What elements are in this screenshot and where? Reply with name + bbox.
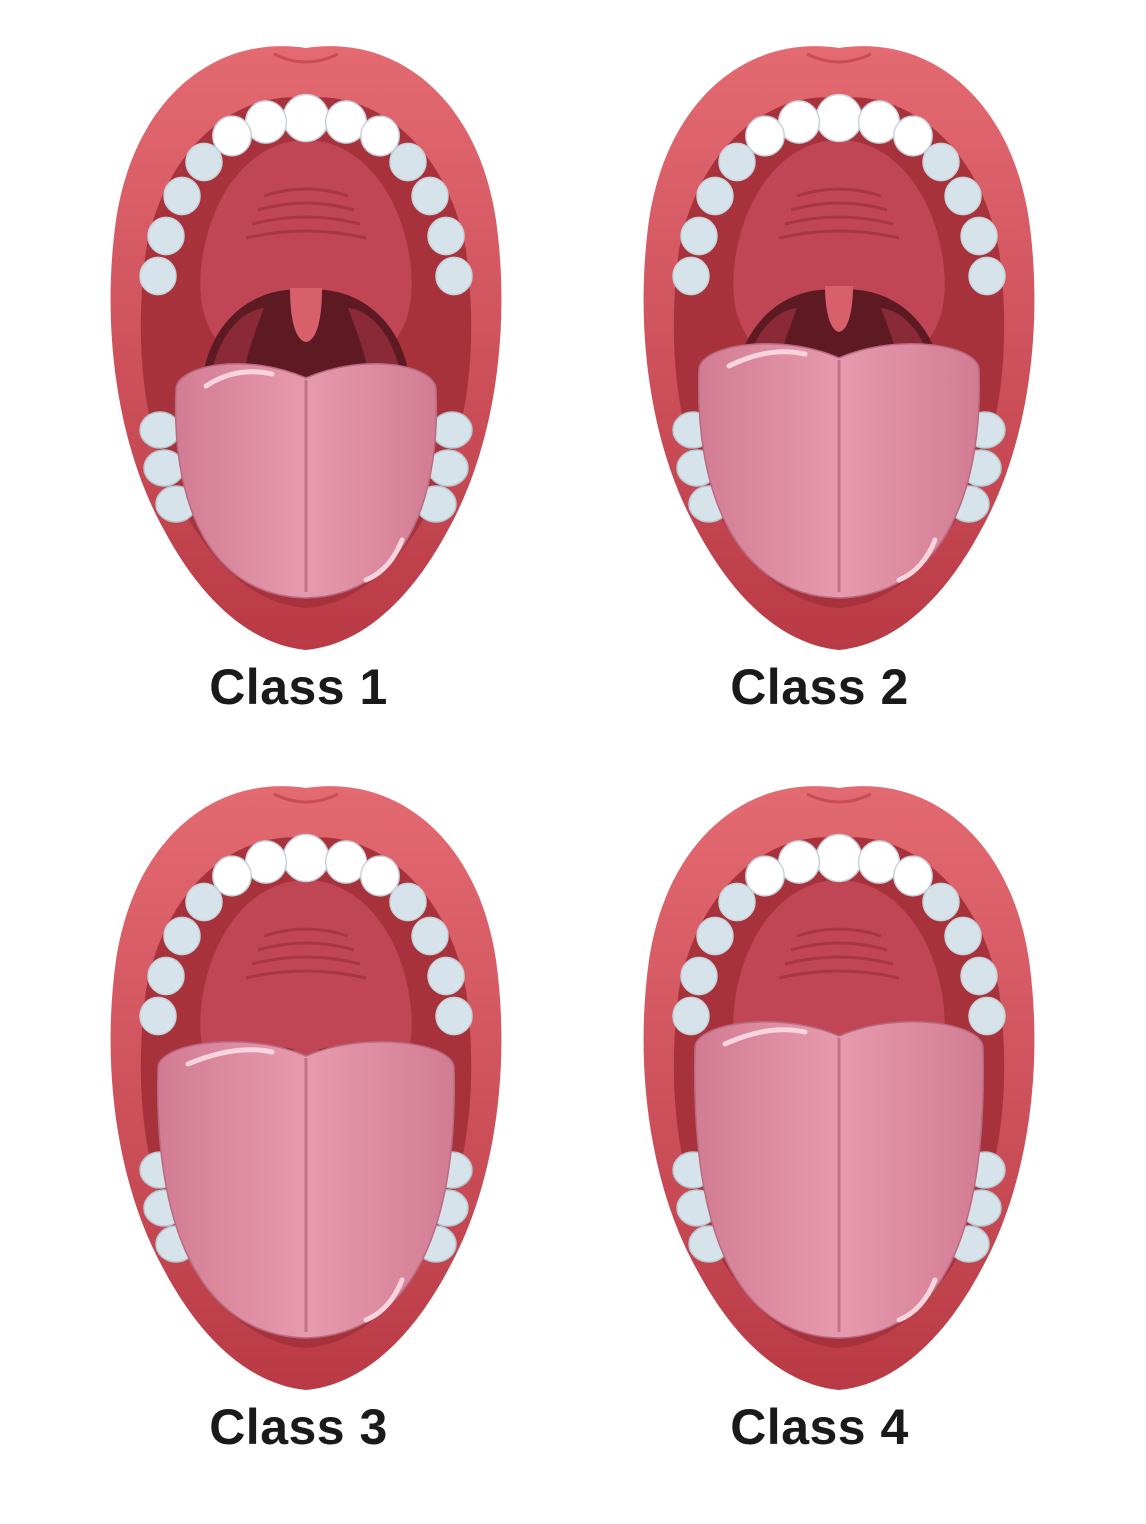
- class-4-label: Class 4: [730, 1399, 909, 1455]
- upper-tooth-icon: [745, 115, 785, 157]
- upper-tooth-icon: [282, 93, 330, 143]
- upper-tooth-icon: [968, 996, 1006, 1036]
- upper-tooth-icon: [960, 956, 998, 996]
- upper-tooth-icon: [147, 956, 185, 996]
- class-2-label: Class 2: [730, 659, 909, 715]
- upper-tooth-icon: [680, 216, 718, 256]
- upper-tooth-icon: [389, 142, 427, 182]
- panel-class-4: Class 4: [533, 740, 1106, 1502]
- upper-tooth-icon: [411, 916, 449, 956]
- upper-tooth-icon: [696, 176, 734, 216]
- upper-tooth-icon: [696, 916, 734, 956]
- upper-tooth-icon: [960, 216, 998, 256]
- upper-tooth-icon: [893, 115, 933, 157]
- lower-tooth-icon: [431, 411, 473, 449]
- upper-tooth-icon: [435, 256, 473, 296]
- upper-tooth-icon: [212, 115, 252, 157]
- upper-tooth-icon: [185, 142, 223, 182]
- mouth-illustration-class-2-icon: [643, 46, 1035, 650]
- upper-tooth-icon: [360, 855, 400, 897]
- upper-tooth-icon: [360, 115, 400, 157]
- upper-tooth-icon: [435, 996, 473, 1036]
- upper-tooth-icon: [815, 93, 863, 143]
- panel-class-1: Class 1: [0, 0, 573, 762]
- upper-tooth-icon: [411, 176, 449, 216]
- upper-tooth-icon: [212, 855, 252, 897]
- upper-tooth-icon: [968, 256, 1006, 296]
- panel-class-3: Class 3: [0, 740, 573, 1502]
- mouth-illustration-class-1-icon: [110, 46, 502, 650]
- upper-tooth-icon: [427, 216, 465, 256]
- upper-tooth-icon: [672, 256, 710, 296]
- upper-tooth-icon: [680, 956, 718, 996]
- lower-tooth-icon: [139, 411, 181, 449]
- upper-tooth-icon: [718, 142, 756, 182]
- upper-tooth-icon: [944, 176, 982, 216]
- upper-tooth-icon: [163, 916, 201, 956]
- mouth-illustration-class-3-icon: [110, 786, 502, 1390]
- upper-tooth-icon: [427, 956, 465, 996]
- panel-class-2: Class 2: [533, 0, 1106, 762]
- uvula-icon: [825, 286, 853, 332]
- mouth-illustration-class-4-icon: [643, 786, 1035, 1390]
- upper-tooth-icon: [922, 142, 960, 182]
- upper-tooth-icon: [672, 996, 710, 1036]
- upper-tooth-icon: [718, 882, 756, 922]
- upper-tooth-icon: [815, 833, 863, 883]
- upper-tooth-icon: [389, 882, 427, 922]
- upper-tooth-icon: [944, 916, 982, 956]
- class-1-label: Class 1: [209, 659, 388, 715]
- upper-tooth-icon: [139, 996, 177, 1036]
- upper-tooth-icon: [163, 176, 201, 216]
- upper-tooth-icon: [147, 216, 185, 256]
- class-3-label: Class 3: [209, 1399, 388, 1455]
- uvula-icon: [290, 288, 322, 342]
- upper-tooth-icon: [922, 882, 960, 922]
- upper-tooth-icon: [745, 855, 785, 897]
- upper-tooth-icon: [185, 882, 223, 922]
- upper-tooth-icon: [139, 256, 177, 296]
- upper-tooth-icon: [893, 855, 933, 897]
- upper-tooth-icon: [282, 833, 330, 883]
